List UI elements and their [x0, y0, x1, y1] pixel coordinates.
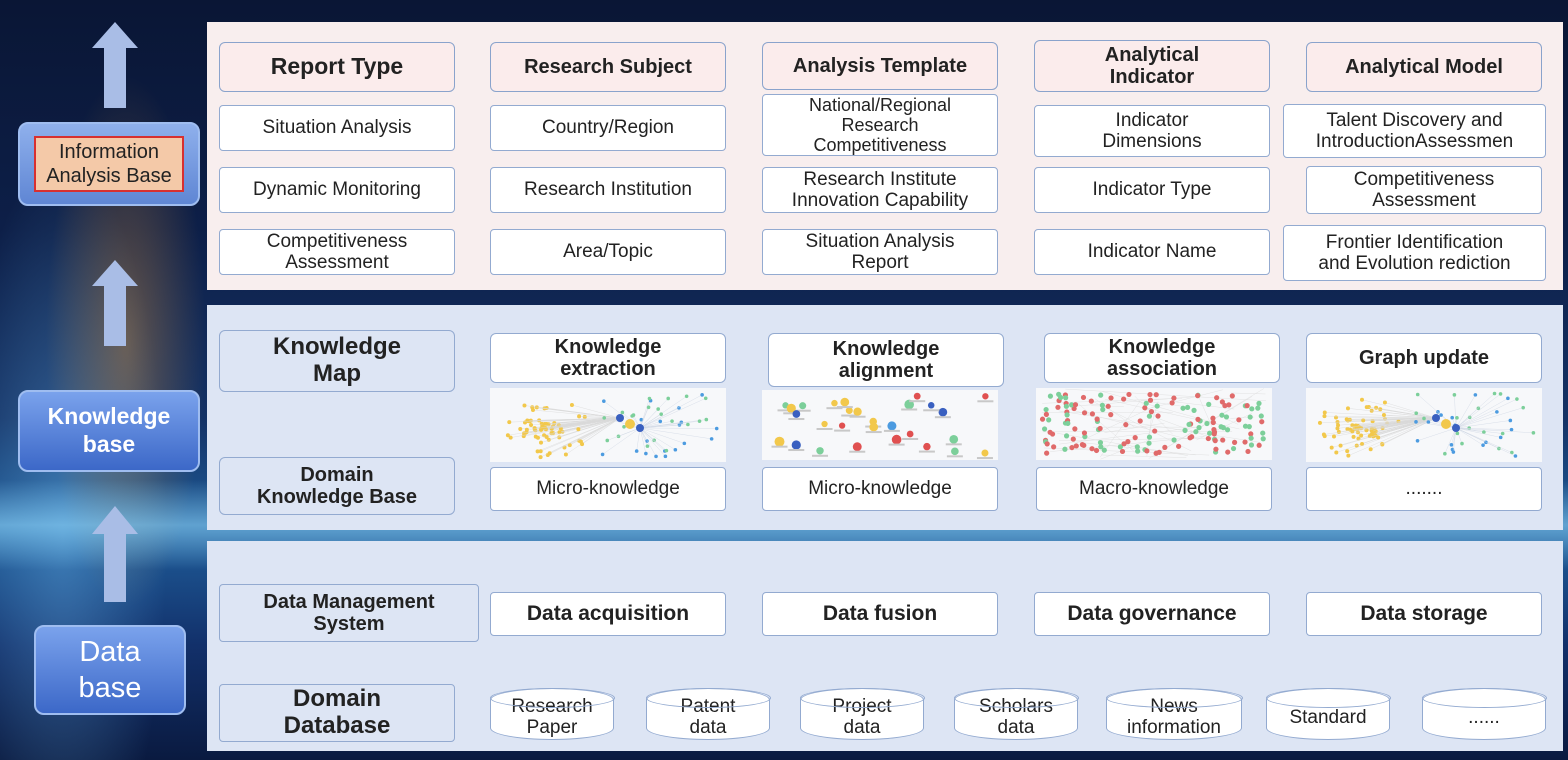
kind-micro-knowledge: Micro-knowledge — [490, 467, 726, 511]
item-research-institute-innovation: Research Institute Innovation Capability — [762, 167, 998, 213]
step-knowledge-association: Knowledge association — [1044, 333, 1280, 383]
up-arrow-icon — [92, 506, 138, 602]
item-indicator-name: Indicator Name — [1034, 229, 1270, 275]
kind-micro-knowledge: Micro-knowledge — [762, 467, 998, 511]
source-scholars-data: Scholars data — [953, 687, 1079, 740]
item-competitiveness-assessment-model: Competitiveness Assessment — [1306, 166, 1542, 214]
source-more: ...... — [1421, 687, 1547, 740]
knowledge-graph-image — [490, 388, 726, 462]
source-standard: Standard — [1265, 687, 1391, 740]
info-analysis-base-label: Information Analysis Base — [34, 136, 184, 192]
process-data-acquisition: Data acquisition — [490, 592, 726, 636]
header-research-subject: Research Subject — [490, 42, 726, 92]
item-national-regional-competitiveness: National/Regional Research Competitivene… — [762, 94, 998, 156]
item-dynamic-monitoring: Dynamic Monitoring — [219, 167, 455, 213]
process-data-fusion: Data fusion — [762, 592, 998, 636]
kind-more: ....... — [1306, 467, 1542, 511]
item-indicator-dimensions: Indicator Dimensions — [1034, 105, 1270, 157]
header-analytical-indicator: Analytical Indicator — [1034, 40, 1270, 92]
knowledge-graph-image — [1036, 388, 1272, 460]
data-management-system: Data Management System — [219, 584, 479, 642]
item-frontier-identification: Frontier Identification and Evolution re… — [1283, 225, 1546, 281]
info-analysis-base-tag: Information Analysis Base — [18, 122, 200, 206]
knowledge-base-tag: Knowledge base — [18, 390, 200, 472]
step-graph-update: Graph update — [1306, 333, 1542, 383]
source-project-data: Project data — [799, 687, 925, 740]
step-knowledge-extraction: Knowledge extraction — [490, 333, 726, 383]
domain-database: Domain Database — [219, 684, 455, 742]
header-analytical-model: Analytical Model — [1306, 42, 1542, 92]
knowledge-graph-image — [762, 390, 998, 460]
item-indicator-type: Indicator Type — [1034, 167, 1270, 213]
step-knowledge-alignment: Knowledge alignment — [768, 333, 1004, 387]
header-analysis-template: Analysis Template — [762, 42, 998, 90]
data-base-tag: Data base — [34, 625, 186, 715]
source-research-paper: Research Paper — [489, 687, 615, 740]
domain-knowledge-base: Domain Knowledge Base — [219, 457, 455, 515]
item-situation-analysis: Situation Analysis — [219, 105, 455, 151]
process-data-storage: Data storage — [1306, 592, 1542, 636]
knowledge-map: Knowledge Map — [219, 330, 455, 392]
up-arrow-icon — [92, 260, 138, 346]
item-research-institution: Research Institution — [490, 167, 726, 213]
source-patent-data: Patent data — [645, 687, 771, 740]
item-situation-analysis-report: Situation Analysis Report — [762, 229, 998, 275]
source-news-information: News information — [1105, 687, 1243, 740]
item-talent-discovery: Talent Discovery and IntroductionAssessm… — [1283, 104, 1546, 158]
process-data-governance: Data governance — [1034, 592, 1270, 636]
item-competitiveness-assessment: Competitiveness Assessment — [219, 229, 455, 275]
header-report-type: Report Type — [219, 42, 455, 92]
item-country-region: Country/Region — [490, 105, 726, 151]
knowledge-graph-image — [1306, 388, 1542, 462]
up-arrow-icon — [92, 22, 138, 108]
item-area-topic: Area/Topic — [490, 229, 726, 275]
kind-macro-knowledge: Macro-knowledge — [1036, 467, 1272, 511]
